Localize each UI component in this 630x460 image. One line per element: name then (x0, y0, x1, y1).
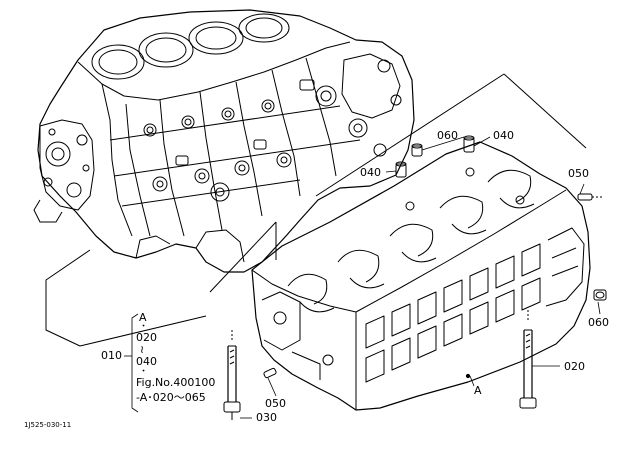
callout-020-right: 020 (564, 360, 585, 373)
bolt-020-right (519, 310, 537, 409)
ref-line-range: -A･020～065 (136, 391, 206, 404)
plug-060-right (593, 289, 607, 301)
callout-040-top: 040 (493, 129, 514, 142)
marker-a-label: A (474, 384, 482, 397)
engine-block-illustration (33, 9, 415, 273)
callout-030-bottom: 030 (256, 411, 277, 424)
ref-line-a: A (139, 311, 147, 324)
callout-010-left: 010 (101, 349, 122, 362)
reference-bracket (131, 313, 139, 413)
dowel-pin-040-left (395, 161, 407, 178)
crankcase-illustration (251, 141, 591, 411)
ref-dot-2: ・ (139, 367, 149, 377)
bolt-030-left (223, 330, 241, 420)
ref-dot-1: ・ (139, 322, 149, 332)
callout-040-left: 040 (360, 166, 381, 179)
dowel-pin-040-top (463, 135, 475, 153)
callout-060-top: 060 (437, 129, 458, 142)
plug-060-top (411, 143, 423, 157)
ref-line-020: 020 (136, 331, 157, 344)
ref-line-040: 040 (136, 355, 157, 368)
drawing-code: 1J525-030-11 (24, 421, 72, 429)
assembly-plane-outline (45, 73, 587, 347)
callout-060-right: 060 (588, 316, 609, 329)
ref-tilde: ≀ (140, 343, 145, 356)
pin-050-bottom (263, 367, 277, 379)
callout-050-bottom: 050 (265, 397, 286, 410)
marker-a-dot (465, 373, 471, 379)
ref-line-fig: Fig.No.400100 (136, 376, 216, 389)
pin-050-right (577, 193, 602, 201)
leader-lines (124, 136, 601, 419)
callout-050-right: 050 (568, 167, 589, 180)
